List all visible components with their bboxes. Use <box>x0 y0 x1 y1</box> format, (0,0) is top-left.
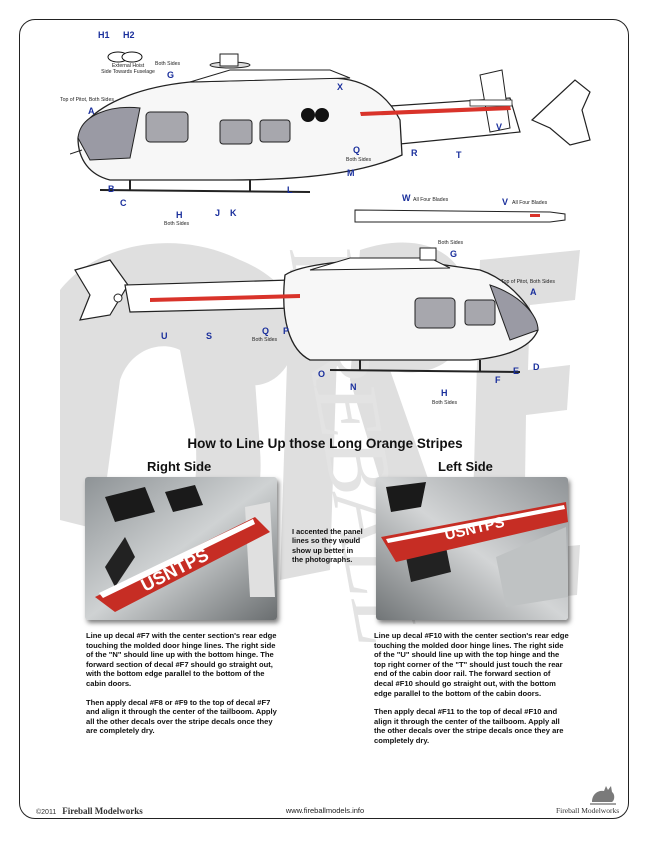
note-both-sides-h-bottom: Both Sides <box>432 400 458 406</box>
left-side-instructions: Line up decal #F10 with the center secti… <box>374 631 570 755</box>
label-h-bottom: H <box>441 388 448 398</box>
note-both-sides-g-top: Both Sides <box>155 61 181 67</box>
copyright-text: ©2011 <box>36 809 57 816</box>
label-c: C <box>120 198 127 208</box>
label-g-bottom: G <box>450 249 458 259</box>
label-x: X <box>337 82 344 92</box>
cat-logo-icon <box>590 786 616 805</box>
label-v-top: V <box>496 122 503 132</box>
note-top-of-pitot-top: Top of Pitot, Both Sides <box>60 97 114 103</box>
right-side-para-1: Line up decal #F7 with the center sectio… <box>86 631 277 688</box>
panel-lines-note: I accented the panel lines so they would… <box>292 527 363 565</box>
label-h2: H2 <box>123 30 135 40</box>
label-u: U <box>161 331 168 341</box>
label-j: J <box>215 208 221 218</box>
right-side-heading: Right Side <box>147 459 212 474</box>
right-side-photo-image: USNTPS <box>85 477 277 620</box>
label-f: F <box>495 375 501 385</box>
label-l: L <box>287 185 293 195</box>
left-side-para-1: Line up decal #F10 with the center secti… <box>374 631 569 698</box>
left-side-photo: USNTPS <box>376 477 568 620</box>
label-d: D <box>533 362 540 372</box>
label-m: M <box>347 168 355 178</box>
label-b: B <box>108 184 115 194</box>
footer-url[interactable]: www.fireballmodels.info <box>285 806 365 815</box>
label-t: T <box>456 150 462 160</box>
label-q-bottom: Q <box>262 326 270 336</box>
footer-copyright: ©2011 Fireball Modelworks <box>36 806 143 816</box>
label-v-blade: V <box>502 197 509 207</box>
note-v: All Four Blades <box>512 200 548 206</box>
label-q-top: Q <box>353 145 361 155</box>
left-side-photo-image: USNTPS <box>376 477 568 620</box>
note-both-sides-q-bottom: Both Sides <box>252 337 278 343</box>
note-top-of-pitot-bottom: Top of Pitot, Both Sides <box>501 279 555 285</box>
section-title: How to Line Up those Long Orange Stripes <box>187 436 463 451</box>
rotor-blade-diagram <box>354 209 566 223</box>
page-border <box>19 19 629 819</box>
right-side-instructions: Line up decal #F7 with the center sectio… <box>86 631 282 745</box>
label-r: R <box>411 148 418 158</box>
label-h-top: H <box>176 210 183 220</box>
note-both-sides-h-top: Both Sides <box>164 221 190 227</box>
label-p: P <box>283 326 290 336</box>
helicopter-right-side-diagram <box>70 51 591 193</box>
label-s: S <box>206 331 213 341</box>
note-w: All Four Blades <box>413 197 449 203</box>
label-e: E <box>513 366 520 376</box>
right-side-photo: USNTPS <box>85 477 277 620</box>
label-g-top: G <box>167 70 175 80</box>
hoist-icons <box>107 51 143 63</box>
label-h1: H1 <box>98 30 110 40</box>
left-side-para-2: Then apply decal #F11 to the top of deca… <box>374 707 564 745</box>
label-o: O <box>318 369 326 379</box>
label-a-top: A <box>88 106 95 116</box>
footer-brand: Fireball Modelworks <box>62 806 143 816</box>
label-k: K <box>230 208 237 218</box>
label-n: N <box>350 382 357 392</box>
right-side-para-2: Then apply decal #F8 or #F9 to the top o… <box>86 697 277 736</box>
note-both-sides-q-top: Both Sides <box>346 157 372 163</box>
footer-logo-text: Fireball Modelworks <box>556 806 620 815</box>
note-both-sides-g-bottom: Both Sides <box>438 240 464 246</box>
left-side-heading: Left Side <box>438 459 493 474</box>
label-a-bottom: A <box>530 287 537 297</box>
helicopter-left-side-diagram <box>74 247 539 373</box>
label-w: W <box>402 193 411 203</box>
